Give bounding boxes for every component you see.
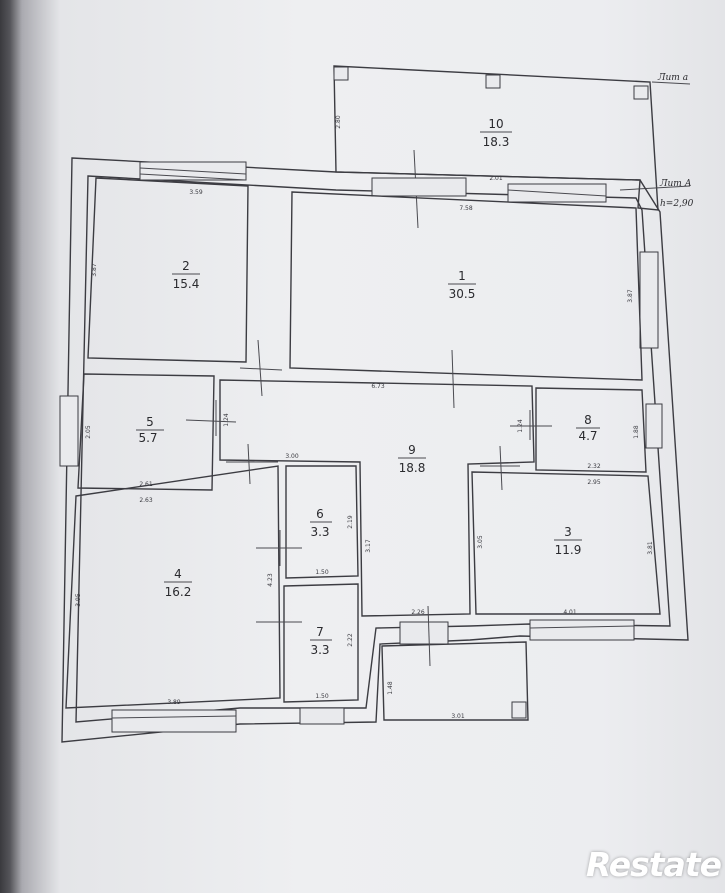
dim-label: 3.87 <box>91 263 98 277</box>
door-mark <box>185 419 237 423</box>
svg-text:18.8: 18.8 <box>399 461 426 475</box>
room-label-6: 6 3.3 <box>310 507 332 539</box>
svg-text:11.9: 11.9 <box>555 543 582 557</box>
room-4 <box>65 465 281 709</box>
room-6 <box>285 465 359 579</box>
porch-post <box>511 701 527 719</box>
svg-text:4: 4 <box>174 567 182 581</box>
window <box>529 619 635 641</box>
restate-watermark: Restate <box>586 845 722 884</box>
dim-label: 7.58 <box>459 205 473 212</box>
svg-text:30.5: 30.5 <box>449 287 476 301</box>
room-label-5: 5 5.7 <box>136 415 164 445</box>
dim-label: 2.80 <box>335 115 342 129</box>
svg-text:6: 6 <box>316 507 324 521</box>
window <box>111 709 237 733</box>
svg-text:1: 1 <box>458 269 466 283</box>
window <box>371 177 467 197</box>
room-label-4: 4 16.2 <box>164 567 192 599</box>
room-label-2: 2 15.4 <box>172 259 200 291</box>
dim-label: 1.88 <box>633 425 640 439</box>
dim-label: 3.59 <box>189 189 203 196</box>
dim-label: 2.26 <box>411 609 425 616</box>
dim-label: 1.24 <box>223 413 230 427</box>
dim-label: 1.50 <box>315 569 329 576</box>
svg-text:16.2: 16.2 <box>165 585 192 599</box>
room-label-7: 7 3.3 <box>310 625 332 657</box>
svg-text:2: 2 <box>182 259 190 273</box>
svg-text:3: 3 <box>564 525 572 539</box>
svg-text:3.3: 3.3 <box>310 525 329 539</box>
terrace-post <box>485 74 501 89</box>
window <box>645 403 663 449</box>
door-mark <box>427 605 431 667</box>
room-3 <box>471 471 661 615</box>
dim-label: 3.17 <box>365 539 372 553</box>
height-label: h=2,90 <box>660 199 694 209</box>
room-5 <box>77 373 215 491</box>
terrace-post <box>633 85 649 100</box>
dim-label: 3.95 <box>75 593 82 607</box>
dim-label: 2.19 <box>347 515 354 529</box>
svg-text:9: 9 <box>408 443 416 457</box>
room-8 <box>535 387 647 473</box>
dim-label: 1.24 <box>517 419 524 433</box>
svg-text:18.3: 18.3 <box>483 135 510 149</box>
lit-big-label: Лит А <box>659 179 692 189</box>
dim-label: 3.89 <box>167 699 181 706</box>
dim-label: 4.23 <box>267 573 274 587</box>
lit-small-label: Лит а <box>657 73 688 83</box>
terrace-post <box>333 66 349 81</box>
dim-label: 3.01 <box>451 713 465 720</box>
dim-label: 3.81 <box>647 541 654 555</box>
door-opening <box>399 621 449 645</box>
svg-text:5.7: 5.7 <box>138 431 157 445</box>
svg-text:5: 5 <box>146 415 154 429</box>
dim-label: 3.00 <box>285 453 299 460</box>
svg-text:7: 7 <box>316 625 324 639</box>
door-mark <box>499 445 503 491</box>
leader-line <box>651 81 691 85</box>
dim-label: 2.01 <box>489 175 503 182</box>
svg-text:4.7: 4.7 <box>578 429 597 443</box>
door-mark <box>451 349 455 409</box>
dim-label: 2.61 <box>139 481 153 488</box>
window <box>59 395 79 467</box>
dim-label: 2.22 <box>347 633 354 647</box>
room-1 <box>289 191 643 381</box>
dim-label: 2.63 <box>139 497 153 504</box>
door-mark <box>257 339 263 397</box>
dim-label: 1.50 <box>315 693 329 700</box>
dim-label: 6.73 <box>371 383 385 390</box>
porch <box>381 641 529 721</box>
svg-text:3.3: 3.3 <box>310 643 329 657</box>
outer-wall <box>61 157 689 743</box>
room-label-8: 8 4.7 <box>576 413 600 443</box>
room-7 <box>283 583 359 703</box>
door-mark <box>247 443 251 485</box>
room-2 <box>87 177 249 363</box>
window <box>639 251 659 349</box>
svg-text:8: 8 <box>584 413 592 427</box>
room-9 <box>219 379 535 617</box>
room-label-10: 10 18.3 <box>480 117 512 149</box>
window <box>299 707 345 725</box>
dim-label: 2.05 <box>85 425 92 439</box>
leader-line <box>619 185 691 191</box>
svg-text:15.4: 15.4 <box>173 277 200 291</box>
room-label-1: 1 30.5 <box>448 269 476 301</box>
dim-label: 3.05 <box>477 535 484 549</box>
room-label-3: 3 11.9 <box>554 525 582 557</box>
svg-text:10: 10 <box>488 117 503 131</box>
dim-label: 1.48 <box>387 681 394 695</box>
room-label-9: 9 18.8 <box>398 443 426 475</box>
dim-label: 4.01 <box>563 609 577 616</box>
dim-label: 2.95 <box>587 479 601 486</box>
dim-label: 3.87 <box>627 289 634 303</box>
dim-label: 2.32 <box>587 463 601 470</box>
